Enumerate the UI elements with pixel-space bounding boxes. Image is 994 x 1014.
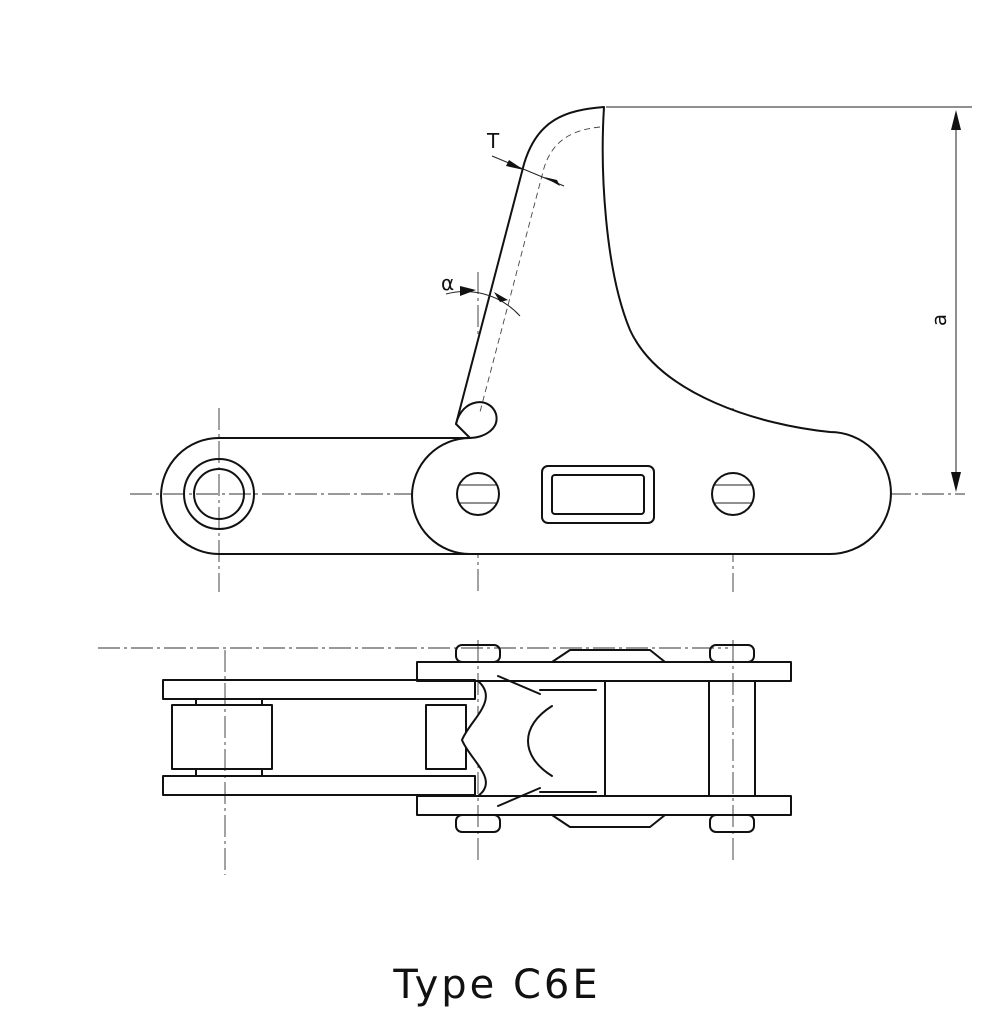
pin-head-middle-bottom — [455, 814, 501, 833]
outer-pin-bushing — [183, 458, 255, 530]
pin-head-right-bottom — [709, 814, 755, 833]
outer-link-plate — [160, 437, 471, 555]
pin-head-right-top — [709, 644, 755, 663]
left-roller — [171, 704, 273, 770]
right-pin — [708, 680, 756, 797]
dimension-label-a: a — [927, 314, 951, 326]
outer-pin — [193, 468, 245, 520]
pin-head-middle-top — [455, 644, 501, 663]
wing-inner-hidden-line — [479, 126, 601, 413]
outer-plate-bottom — [162, 775, 476, 796]
pin-hole-right — [711, 472, 755, 516]
thickness-label: T — [486, 129, 500, 153]
angle-arrow-2 — [494, 292, 508, 302]
bend-knuckle — [455, 401, 498, 439]
thickness-arrow-inner — [544, 177, 560, 186]
rectangular-slot-outer — [541, 465, 655, 524]
inner-plate-chamfer-top — [551, 649, 666, 663]
pin-hole-middle — [456, 472, 500, 516]
wing-fold-line-bot — [497, 787, 541, 807]
wing-curve — [527, 705, 553, 777]
inner-plate-top — [416, 661, 792, 682]
dimension-arrow-bottom — [951, 472, 961, 492]
angle-label: α — [441, 271, 454, 295]
angle-arrow — [460, 286, 476, 296]
dimension-arrow-top — [951, 110, 961, 130]
inner-plate-chamfer-bottom — [551, 814, 666, 828]
rectangular-slot-inner — [551, 474, 645, 515]
middle-roller — [425, 704, 467, 770]
inner-plate-bottom — [416, 795, 792, 816]
angle-arc — [445, 291, 521, 317]
wing-fold-line-top — [497, 675, 541, 695]
diagram-caption: Type C6E — [393, 962, 601, 1008]
thickness-arrow-outer — [506, 160, 524, 170]
outer-plate-top — [162, 679, 476, 700]
attachment-wing-plan — [461, 680, 606, 797]
attachment-plate — [411, 106, 892, 555]
